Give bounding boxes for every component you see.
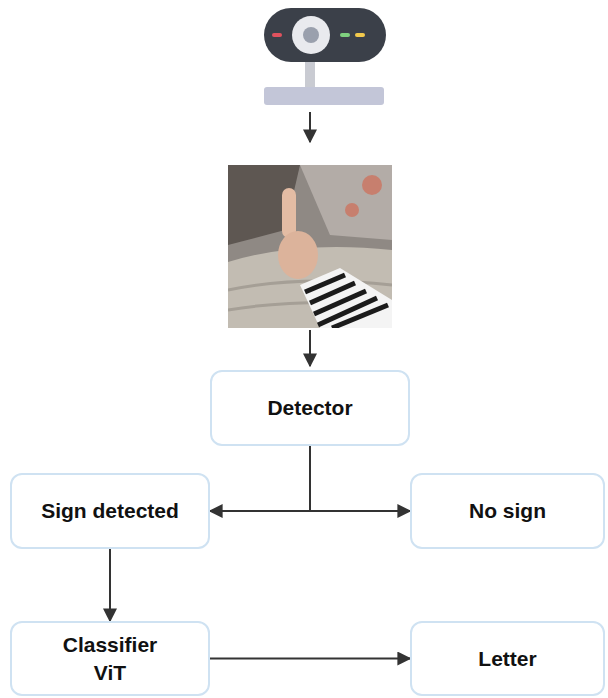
pattern-dot (345, 203, 359, 217)
hand-photo (228, 165, 392, 328)
webcam-light (355, 33, 365, 37)
webcam-lens-inner (303, 27, 319, 43)
box-label: Detector (267, 394, 352, 421)
process-box: Sign detected (10, 473, 210, 549)
webcam-lens (292, 16, 330, 54)
fist (278, 231, 318, 279)
webcam-base (264, 87, 384, 105)
webcam-neck (305, 60, 315, 90)
sofa-shadow (228, 165, 300, 245)
sofa-cushion (300, 165, 392, 240)
flow-arrow (210, 658, 410, 660)
flow-arrow (109, 549, 111, 621)
process-box: Detector (210, 370, 410, 446)
process-box: Letter (410, 621, 605, 696)
webcam-body (264, 8, 386, 62)
flow-arrow (310, 446, 410, 511)
webcam-light (340, 33, 350, 37)
box-label: Sign detected (41, 497, 179, 524)
pattern-dot (362, 175, 382, 195)
box-label: Letter (478, 645, 536, 672)
process-box: Classifier ViT (10, 621, 210, 696)
box-label: Classifier ViT (50, 631, 170, 686)
striped-sleeve (300, 268, 392, 328)
photo-background (228, 165, 392, 328)
flow-arrow (309, 330, 311, 366)
process-box: No sign (410, 473, 605, 549)
webcam-icon (264, 8, 386, 105)
flow-arrow (309, 112, 311, 142)
box-label: No sign (469, 497, 546, 524)
raised-finger (282, 188, 296, 238)
flow-arrow (210, 446, 310, 511)
webcam-light (272, 33, 282, 37)
